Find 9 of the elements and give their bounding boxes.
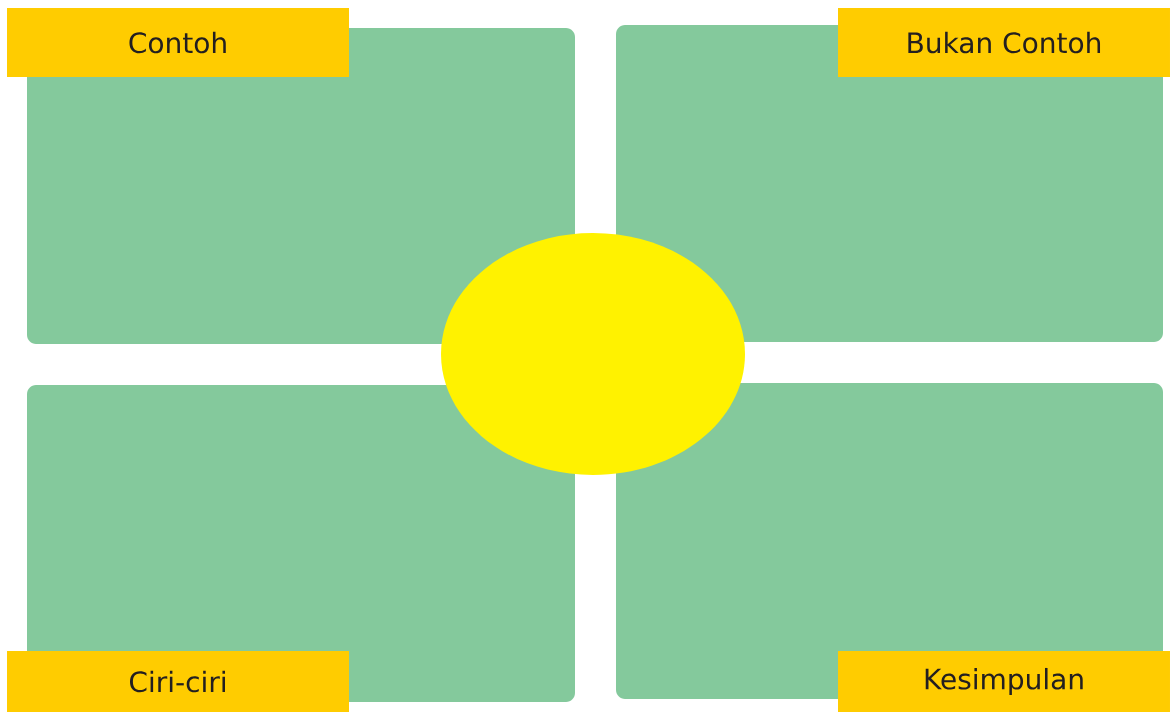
header-tab: Ciri-ciri: [7, 651, 349, 712]
oval: [441, 233, 745, 475]
header-tab: Contoh: [7, 8, 349, 77]
header-tab: Bukan Contoh: [838, 8, 1170, 77]
panel: [616, 8, 1170, 342]
panel: [616, 383, 1170, 712]
header-tab: Kesimpulan: [838, 651, 1170, 712]
panel: [7, 385, 575, 712]
panel: [7, 8, 575, 344]
